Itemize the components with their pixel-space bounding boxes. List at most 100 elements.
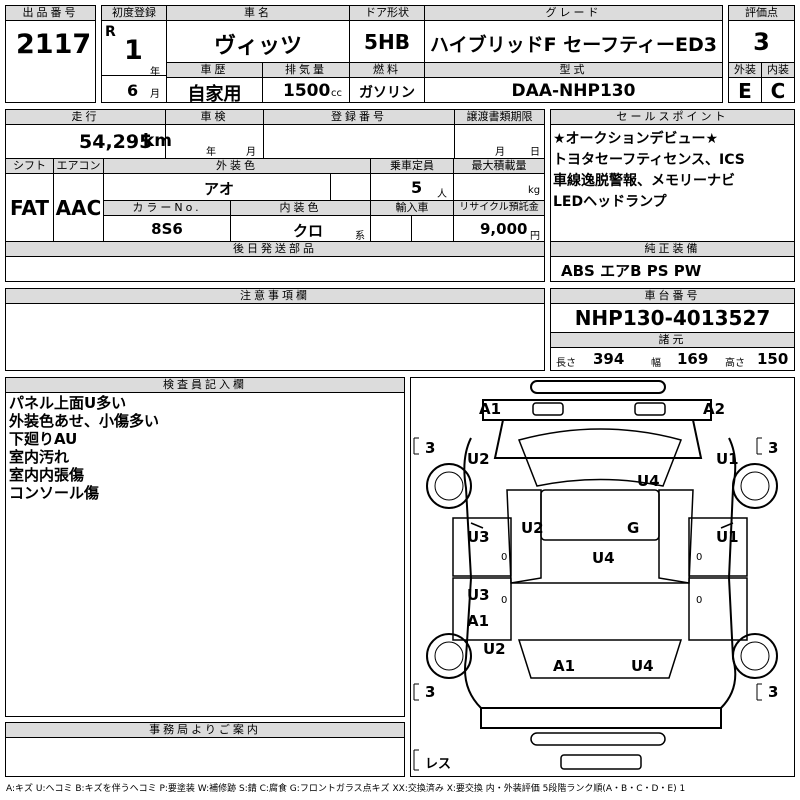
car-outline — [413, 380, 778, 771]
color-no-cell: 8S6 — [103, 215, 231, 242]
history-cell: 自家用 — [166, 77, 263, 105]
reg-year-unit: 年 — [150, 67, 160, 78]
color-no-value: 8S6 — [151, 220, 183, 238]
tire-mark: 3 — [768, 683, 779, 701]
zero-mark: 0 — [696, 595, 703, 606]
header-inspector: 検査員記入欄 — [5, 377, 405, 393]
inspector-note-line: コンソール傷 — [9, 484, 100, 502]
capacity-unit: 人 — [437, 189, 447, 200]
exterior-grade-cell: E — [728, 77, 762, 103]
recycle-cell: 9,000 円 — [453, 215, 545, 242]
selling-points-cell: ★オークションデビュー★ トヨタセーフティセンス、ICS 車線逸脱警報、メモリー… — [550, 124, 795, 242]
ext-color-cell: アオ — [103, 173, 371, 201]
lot-no-value: 2117 — [16, 29, 92, 60]
chassis-no-value: NHP130-4013527 — [574, 306, 771, 330]
deadline-day-unit: 日 — [530, 147, 540, 158]
header-aircon: エアコン — [53, 158, 104, 174]
zero-mark: 0 — [501, 552, 508, 563]
header-grade: グレード — [424, 5, 723, 21]
interior-grade-value: C — [770, 79, 786, 103]
height-label: 高さ — [725, 358, 745, 369]
tire-mark: 3 — [425, 683, 436, 701]
width-label: 幅 — [651, 358, 661, 369]
damage-mark: U3 — [467, 586, 490, 604]
damage-mark: U4 — [637, 472, 660, 490]
selling-point-line: LEDヘッドランプ — [553, 194, 667, 210]
header-max-load: 最大積載量 — [453, 158, 545, 174]
dimensions-cell: 長さ 394 幅 169 高さ 150 — [550, 347, 795, 371]
selling-point-line: ★オークションデビュー★ — [553, 131, 719, 147]
header-capacity: 乗車定員 — [370, 158, 454, 174]
reg-no-cell — [263, 124, 455, 159]
reg-month-unit: 月 — [150, 89, 160, 100]
tire-mark: 3 — [425, 439, 436, 457]
aircon-cell: AAC — [53, 173, 104, 242]
grade-cell: ハイブリッドF セーフティーED3 — [424, 20, 723, 63]
mileage-cell: 54,295 km — [5, 124, 172, 159]
mileage-value: 54,295 — [79, 131, 153, 153]
shift-value: FAT — [10, 196, 49, 220]
damage-mark: A1 — [553, 657, 576, 675]
chassis-no-cell: NHP130-4013527 — [550, 303, 795, 333]
history-value: 自家用 — [187, 84, 242, 105]
damage-mark: U1 — [716, 528, 739, 546]
header-import: 輸入車 — [370, 200, 454, 216]
inspector-note-line: 室内汚れ — [9, 448, 70, 466]
tire-mark: 3 — [768, 439, 779, 457]
zero-mark: 0 — [501, 595, 508, 606]
displacement-unit: cc — [331, 88, 342, 99]
int-color-unit: 系 — [355, 231, 365, 242]
header-equipment: 純正装備 — [550, 241, 795, 257]
header-selling-points: セールスポイント — [550, 109, 795, 125]
later-parts-cell — [5, 256, 545, 282]
displacement-cell: 1500 cc — [262, 77, 350, 103]
header-door: ドア形状 — [349, 5, 425, 21]
inspector-note-line: 外装色あせ、小傷多い — [9, 412, 160, 430]
header-color-no: カラーNo. — [103, 200, 231, 216]
inspector-notes-cell: パネル上面U多い 外装色あせ、小傷多い 下廻りAU 室内汚れ 室内内張傷 コンソ… — [5, 392, 405, 717]
header-dimensions: 諸元 — [550, 332, 795, 348]
width-value: 169 — [677, 350, 709, 368]
damage-mark: A1 — [479, 400, 502, 418]
damage-diagram: 3 3 3 3 レス A1 A2 U2 U1 U4 U2 G U3 U1 U4 … — [410, 377, 795, 777]
selling-point-line: 車線逸脱警報、メモリーナビ — [553, 173, 735, 189]
damage-mark: U2 — [521, 519, 544, 537]
shift-cell: FAT — [5, 173, 54, 242]
int-color-value: クロ — [293, 222, 324, 240]
recycle-unit: 円 — [530, 231, 540, 242]
score-value: 3 — [753, 28, 770, 56]
header-displacement: 排気量 — [262, 62, 350, 78]
capacity-value: 5 — [411, 178, 423, 197]
lot-no-cell: 2117 — [5, 20, 96, 103]
office-cell — [5, 737, 405, 777]
header-ext-color: 外装色 — [103, 158, 371, 174]
exterior-grade-value: E — [738, 79, 752, 103]
inspector-note-line: パネル上面U多い — [9, 394, 127, 412]
damage-mark: A2 — [703, 400, 726, 418]
header-mileage: 走行 — [5, 109, 166, 125]
damage-mark: U3 — [467, 528, 490, 546]
header-history: 車歴 — [166, 62, 263, 78]
recycle-value: 9,000 — [480, 220, 528, 238]
capacity-cell: 5 人 — [370, 173, 454, 201]
header-chassis-no: 車台番号 — [550, 288, 795, 304]
selling-point-line: トヨタセーフティセンス、ICS — [553, 152, 745, 168]
mileage-unit: km — [143, 131, 173, 151]
door-value: 5HB — [364, 30, 410, 54]
spare-tire-mark: レス — [425, 757, 452, 772]
inspector-note-line: 室内内張傷 — [9, 466, 85, 484]
header-score: 評価点 — [728, 5, 795, 21]
damage-mark: U4 — [631, 657, 654, 675]
inspection-cell: 年 月 — [165, 124, 264, 159]
import-cell — [370, 215, 454, 242]
grade-value: ハイブリッドF セーフティーED3 — [430, 34, 717, 56]
header-shift: シフト — [5, 158, 54, 174]
door-cell: 5HB — [349, 20, 425, 63]
header-notes: 注意事項欄 — [5, 288, 545, 304]
equipment-cell: ABS エアB PS PW — [550, 256, 795, 282]
interior-grade-cell: C — [761, 77, 795, 103]
damage-mark: U2 — [483, 640, 506, 658]
inspector-note-line: 下廻りAU — [9, 430, 78, 448]
length-value: 394 — [593, 350, 625, 368]
model-code-cell: DAA-NHP130 — [424, 77, 723, 103]
